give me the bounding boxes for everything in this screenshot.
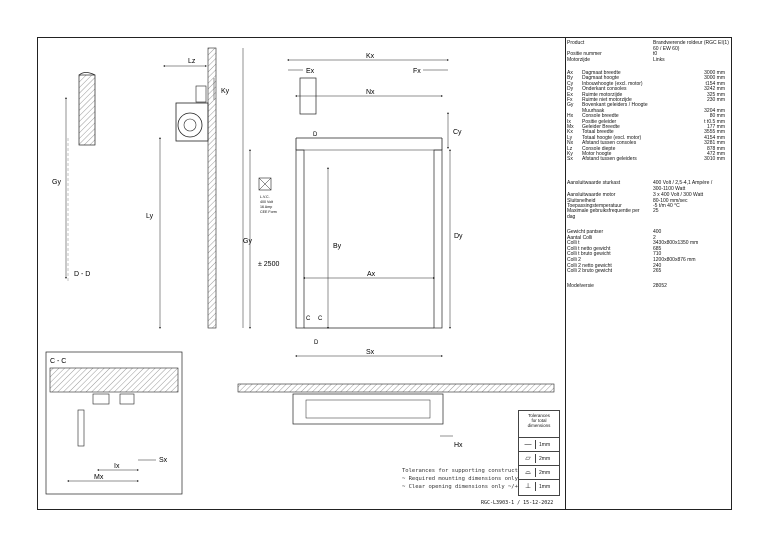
dim-label-ex: Ex (306, 68, 315, 75)
flatness-icon: ▱ (521, 454, 536, 463)
control-box-text-4: CEE Form (260, 210, 277, 214)
dim-label-sx-section: Sx (159, 457, 168, 464)
technical-drawing: Gy D - D Lz Ky Ly Kx Ex Fx Nx Cy D (45, 47, 555, 495)
drawing-sheet: Gy D - D Lz Ky Ly Kx Ex Fx Nx Cy D (37, 37, 566, 510)
dim-label-ax: Ax (367, 271, 376, 278)
dim-label-hx: Hx (454, 442, 463, 449)
section-dd-label: D - D (74, 271, 90, 278)
control-box-text-3: 16 Amp (260, 205, 272, 209)
plus-minus-height: ± 2500 (258, 261, 279, 268)
top-view: Hx (237, 383, 555, 449)
tolerance-item: ▱ 2mm (519, 451, 559, 466)
section-cc-view: C - C Ix Mx Sx (45, 351, 183, 495)
section-cc-label: C - C (50, 358, 66, 365)
dim-label-fx: Fx (413, 68, 421, 75)
section-mark-c-left: C (306, 316, 311, 322)
dim-label-ky: Ky (221, 88, 230, 95)
dim-label-by: By (333, 243, 342, 250)
profile-icon: ⌓ (521, 468, 536, 477)
section-mark-d-top: D (313, 132, 318, 138)
dim-label-ix: Ix (114, 463, 120, 470)
tolerance-box: Tolerances for total dimensions — 1mm ▱ … (518, 410, 560, 496)
dim-label-gy-left: Gy (52, 179, 61, 186)
tolerance-box-header: Tolerances for total dimensions (527, 413, 551, 428)
dim-label-kx: Kx (366, 53, 375, 60)
specification-panel: Product Brandwerende roldeur (RGC EI(1) … (564, 37, 732, 510)
dim-label-cy: Cy (453, 129, 462, 136)
dim-label-mx: Mx (94, 474, 104, 481)
dim-label-sx: Sx (366, 349, 375, 356)
side-view: Lz Ky Ly (146, 47, 230, 329)
tolerance-line-3: ~ Clear opening dimensions only ~/+ (402, 484, 518, 490)
front-view: Kx Ex Fx Nx Cy D L.V.C. 400 Volt 16 Amp … (242, 48, 463, 357)
drawing-reference: RGC-L3903-1 / 15-12-2022 (481, 500, 554, 506)
dim-label-lz: Lz (188, 58, 196, 65)
tolerance-item: ⌓ 2mm (519, 465, 559, 480)
tolerance-line-1: Tolerances for supporting construction (402, 468, 528, 474)
section-mark-d-bottom: D (314, 340, 319, 346)
tolerance-line-2: ~ Required mounting dimensions only +/~ (402, 476, 532, 482)
tolerance-item: ⊥ 1mm (519, 479, 559, 494)
control-box-text-1: L.V.C. (260, 195, 270, 199)
dim-label-gy: Gy (243, 238, 252, 245)
dim-label-ly: Ly (146, 213, 154, 220)
tolerance-item: — 1mm (519, 437, 559, 452)
straightness-icon: — (521, 440, 536, 449)
dim-label-nx: Nx (366, 89, 375, 96)
perpendicularity-icon: ⊥ (521, 482, 536, 491)
dim-label-dy: Dy (454, 233, 463, 240)
section-dd-view: Gy D - D (52, 72, 96, 283)
control-box-text-2: 400 Volt (260, 200, 273, 204)
section-mark-c-right: C (318, 316, 323, 322)
